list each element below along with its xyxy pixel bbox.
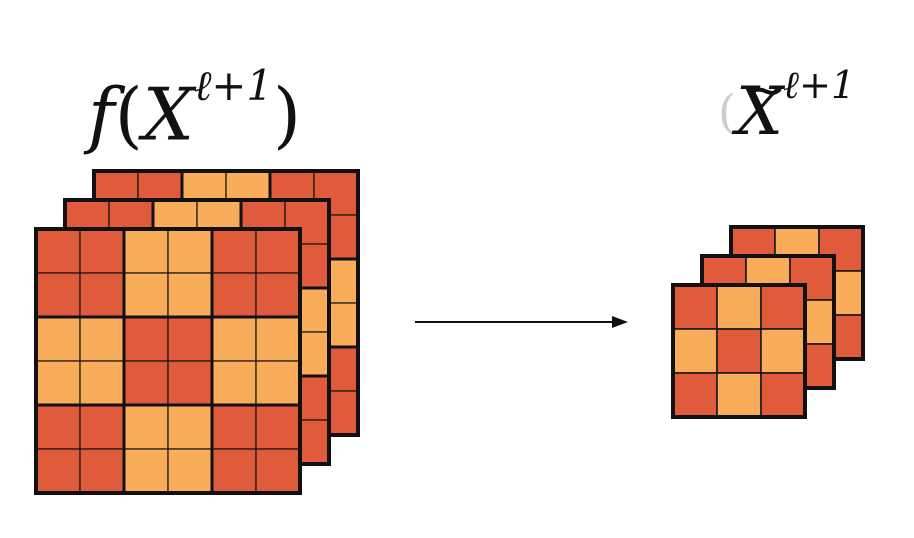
grid-cell xyxy=(79,316,125,362)
input-feature-label: f(Xℓ+1) xyxy=(88,46,301,155)
grid-cell xyxy=(211,360,257,406)
pooled-feature-label: (X~ℓ+1 xyxy=(718,48,855,150)
grid-cell xyxy=(79,360,125,406)
grid-cell xyxy=(167,228,213,274)
grid-cell xyxy=(123,272,169,318)
grid-cell xyxy=(211,272,257,318)
function-symbol: f xyxy=(88,72,115,157)
grid-cell xyxy=(255,228,301,274)
grid-cell xyxy=(672,372,718,418)
grid-cell xyxy=(79,448,125,494)
variable-x-tilde: X~ xyxy=(736,61,786,150)
grid-cell xyxy=(211,404,257,450)
layer-border xyxy=(671,283,807,419)
grid-cell xyxy=(79,404,125,450)
close-paren: ) xyxy=(272,72,302,157)
grid-cell xyxy=(760,372,806,418)
variable-x: X xyxy=(142,72,195,157)
input-feature-map-stack xyxy=(34,169,360,495)
grid-cell xyxy=(255,316,301,362)
grid-cell xyxy=(167,448,213,494)
grid-cell xyxy=(79,228,125,274)
feature-map-layer xyxy=(34,227,302,495)
grid-cell xyxy=(123,360,169,406)
grid-cell xyxy=(123,448,169,494)
grid-cell xyxy=(79,272,125,318)
grid-cell xyxy=(167,316,213,362)
tilde-accent: ~ xyxy=(744,60,787,119)
open-paren: ( xyxy=(718,84,737,139)
grid-cell xyxy=(123,228,169,274)
grid-cell xyxy=(167,272,213,318)
grid-cell xyxy=(35,228,81,274)
grid-cell xyxy=(716,328,762,374)
grid-cell xyxy=(716,284,762,330)
grid-cell xyxy=(123,316,169,362)
grid-cell xyxy=(211,448,257,494)
grid-cell xyxy=(716,372,762,418)
grid-cell xyxy=(211,228,257,274)
arrow-head xyxy=(612,316,628,328)
grid-cell xyxy=(255,360,301,406)
grid-cell xyxy=(211,316,257,362)
grid-cell xyxy=(255,272,301,318)
grid-cell xyxy=(35,448,81,494)
pooling-arrow xyxy=(415,316,628,328)
grid-cell xyxy=(760,328,806,374)
grid-cell xyxy=(35,316,81,362)
grid-cell xyxy=(167,360,213,406)
open-paren: ( xyxy=(114,72,143,157)
grid-cell xyxy=(255,448,301,494)
grid-cell xyxy=(35,272,81,318)
grid-cell xyxy=(35,404,81,450)
grid-cell xyxy=(35,360,81,406)
superscript: ℓ+1 xyxy=(783,63,856,108)
layer-border xyxy=(34,227,302,495)
grid-cell xyxy=(123,404,169,450)
grid-cell xyxy=(167,404,213,450)
pooled-feature-map-stack xyxy=(671,225,865,419)
grid-cell xyxy=(760,284,806,330)
feature-map-layer xyxy=(671,283,807,419)
superscript: ℓ+1 xyxy=(194,61,273,110)
grid-cell xyxy=(672,328,718,374)
grid-cell xyxy=(672,284,718,330)
grid-cell xyxy=(255,404,301,450)
